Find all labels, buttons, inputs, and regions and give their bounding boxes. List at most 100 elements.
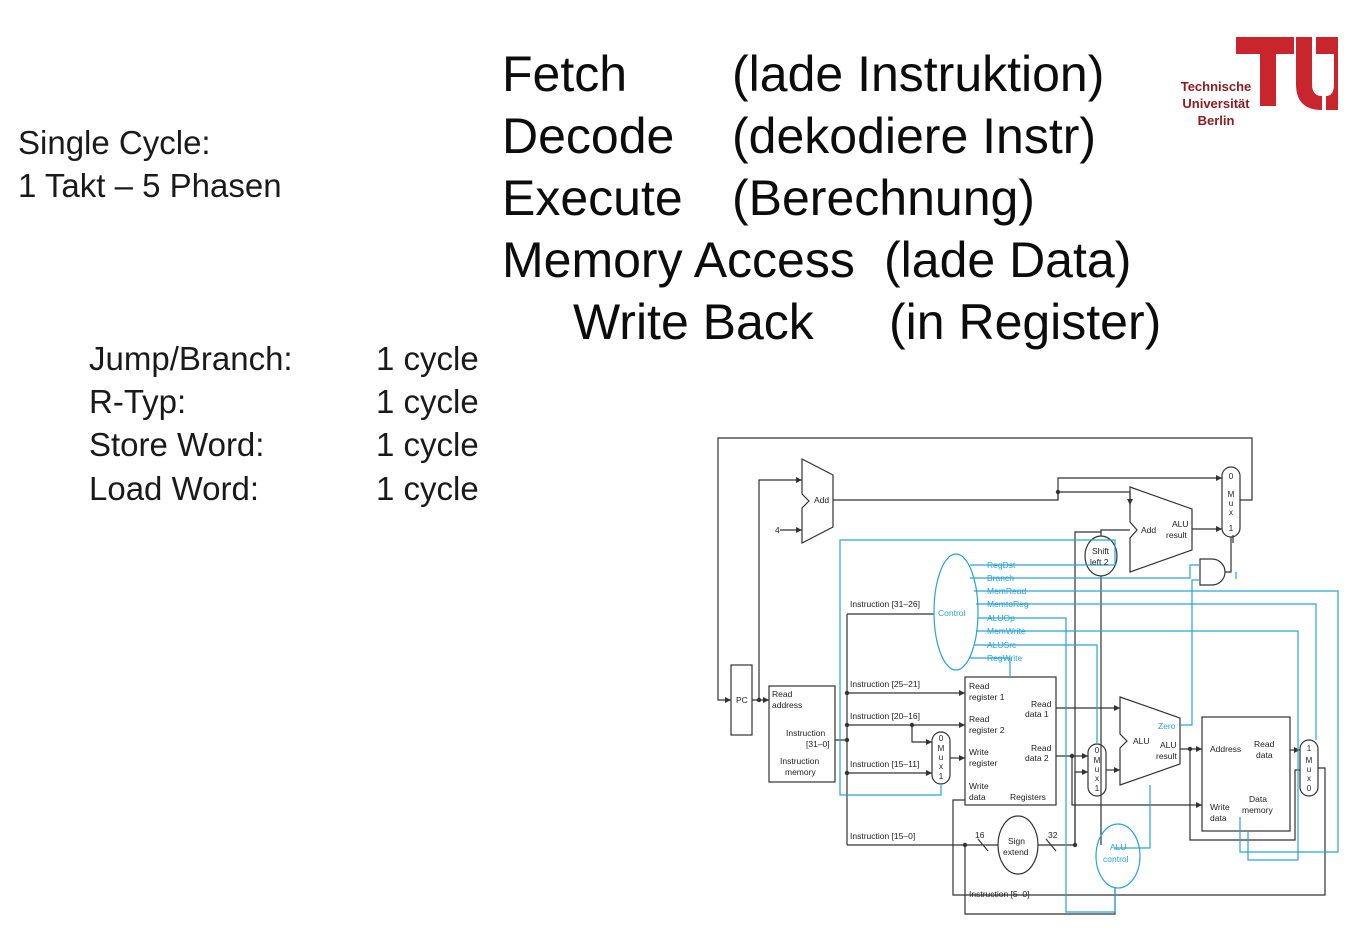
logo-text: Technische Universität Berlin bbox=[1176, 78, 1256, 129]
control-lines bbox=[839, 539, 1339, 913]
mux-memtoreg-m: M bbox=[1306, 756, 1313, 765]
label-rr2b: register 2 bbox=[969, 725, 1005, 735]
phase-execute-desc: (Berechnung) bbox=[732, 170, 1035, 226]
cycle-type-jump: Jump/Branch: bbox=[89, 340, 293, 377]
pc-adder bbox=[801, 458, 834, 544]
mux-alusrc-m: M bbox=[1094, 756, 1101, 765]
label-im-name2: memory bbox=[785, 767, 816, 777]
mux-alusrc-u: u bbox=[1095, 765, 1099, 774]
label-rr2a: Read bbox=[969, 714, 990, 724]
wire-pc-feedback bbox=[717, 437, 1253, 701]
phase-decode-desc: (dekodiere Instr) bbox=[732, 108, 1097, 164]
label-wda: Write bbox=[969, 781, 989, 791]
label-dm-rd1: Read bbox=[1254, 739, 1275, 749]
label-im-read2: address bbox=[772, 700, 802, 710]
label-pc: PC bbox=[736, 695, 748, 705]
cycle-value-load: 1 cycle bbox=[376, 470, 479, 507]
signal-regwrite: RegWrite bbox=[987, 653, 1023, 663]
signal-branch: Branch bbox=[987, 573, 1014, 583]
label-rd2a: Read bbox=[1031, 743, 1052, 753]
data-memory bbox=[1201, 716, 1291, 832]
phase-fetch-desc: (lade Instruktion) bbox=[732, 46, 1105, 102]
label-instr-20-16: Instruction [20–16] bbox=[850, 711, 920, 721]
signal-memwrite: MemWrite bbox=[987, 626, 1026, 636]
main-alu bbox=[1119, 696, 1181, 786]
label-instr-15-11: Instruction [15–11] bbox=[850, 759, 919, 769]
label-n32: 32 bbox=[1048, 830, 1058, 840]
phase-writeback-name: Write Back bbox=[573, 294, 814, 350]
label-shift1: Shift bbox=[1092, 546, 1110, 556]
label-wra: Write bbox=[969, 747, 989, 757]
signal-alusrc: ALUSrc bbox=[987, 640, 1017, 650]
label-wdb: data bbox=[969, 792, 986, 802]
mux-regdst-x: x bbox=[939, 762, 943, 771]
phase-decode-name: Decode bbox=[502, 108, 675, 164]
cycle-value-jump: 1 cycle bbox=[376, 340, 479, 377]
mux-alusrc-x: x bbox=[1095, 774, 1099, 783]
phase-memory-desc: (lade Data) bbox=[884, 232, 1132, 288]
label-aluc2: control bbox=[1103, 854, 1129, 864]
mux-pc-1: 1 bbox=[1229, 524, 1234, 533]
label-alu-result-top1: ALU bbox=[1172, 519, 1189, 529]
shift-left-2 bbox=[1084, 535, 1118, 577]
mux-memtoreg-1: 1 bbox=[1307, 744, 1312, 753]
tu-logo-icon: berlin bbox=[1236, 37, 1338, 110]
branch-adder bbox=[1129, 486, 1193, 573]
phase-memory-name: Memory Access bbox=[502, 232, 855, 288]
mux-pc-u: u bbox=[1229, 499, 1233, 508]
label-alu: ALU bbox=[1133, 736, 1150, 746]
signal-aluop: ALUOp bbox=[987, 613, 1015, 623]
logo-side-text: berlin bbox=[1321, 58, 1336, 90]
mux-regdst-m: M bbox=[938, 744, 945, 753]
label-rd1b: data 1 bbox=[1025, 709, 1049, 719]
label-rr1b: register 1 bbox=[969, 692, 1005, 702]
phase-execute-name: Execute bbox=[502, 170, 683, 226]
signal-memread: MemRead bbox=[987, 586, 1026, 596]
mux-regdst-u: u bbox=[939, 753, 943, 762]
signal-memtoreg: MemtoReg bbox=[987, 599, 1029, 609]
label-instr-31-26: Instruction [31–26] bbox=[850, 599, 920, 609]
cycle-type-load: Load Word: bbox=[89, 470, 259, 507]
logo-line2: Universität bbox=[1182, 96, 1250, 111]
label-sign1: Sign bbox=[1008, 836, 1025, 846]
cycle-type-store: Store Word: bbox=[89, 426, 265, 463]
mux-regdst-0: 0 bbox=[939, 734, 944, 743]
label-sign2: extend bbox=[1003, 847, 1029, 857]
label-add2: Add bbox=[1141, 525, 1156, 535]
cycle-value-store: 1 cycle bbox=[376, 426, 479, 463]
branch-and-gate bbox=[1199, 558, 1226, 586]
label-registers: Registers bbox=[1010, 792, 1046, 802]
phase-fetch-name: Fetch bbox=[502, 46, 628, 102]
cycle-type-rtyp: R-Typ: bbox=[89, 383, 187, 420]
label-instr-15-0: Instruction [15–0] bbox=[850, 831, 915, 841]
mux-pc-0: 0 bbox=[1229, 472, 1234, 481]
mux-pc-x: x bbox=[1229, 508, 1233, 517]
label-dm-name2: memory bbox=[1242, 805, 1273, 815]
label-n16: 16 bbox=[975, 830, 985, 840]
label-zero: Zero bbox=[1158, 721, 1176, 731]
mux-memtoreg-x: x bbox=[1307, 774, 1311, 783]
label-shift2: left 2 bbox=[1090, 557, 1109, 567]
label-dm-wd1: Write bbox=[1210, 802, 1230, 812]
label-alures1: ALU bbox=[1160, 740, 1177, 750]
phase-writeback-desc: (in Register) bbox=[889, 294, 1162, 350]
label-rd2b: data 2 bbox=[1025, 753, 1049, 763]
label-rr1a: Read bbox=[969, 681, 990, 691]
mux-memtoreg-0: 0 bbox=[1307, 784, 1312, 793]
datapath-diagram: Add 4 Add ALU result Shift left 2 PC Rea… bbox=[717, 437, 1339, 915]
label-instr-5-0: Instruction [5–0] bbox=[969, 889, 1029, 899]
label-instr-25-21: Instruction [25–21] bbox=[850, 679, 920, 689]
cycle-value-rtyp: 1 cycle bbox=[376, 383, 479, 420]
intro-title: Single Cycle: bbox=[18, 124, 211, 161]
label-rd1a: Read bbox=[1031, 699, 1052, 709]
label-im-name1: Instruction bbox=[780, 756, 819, 766]
label-wrb: register bbox=[969, 758, 998, 768]
logo-line1: Technische bbox=[1180, 79, 1252, 94]
label-dm-rd2: data bbox=[1256, 750, 1273, 760]
label-im-instr1: Instruction bbox=[786, 728, 825, 738]
mux-alusrc-1: 1 bbox=[1095, 784, 1100, 793]
label-dm-name1: Data bbox=[1249, 794, 1267, 804]
control-unit bbox=[933, 553, 979, 671]
logo-line3: Berlin bbox=[1197, 113, 1235, 128]
label-im-instr2: [31–0] bbox=[806, 739, 830, 749]
